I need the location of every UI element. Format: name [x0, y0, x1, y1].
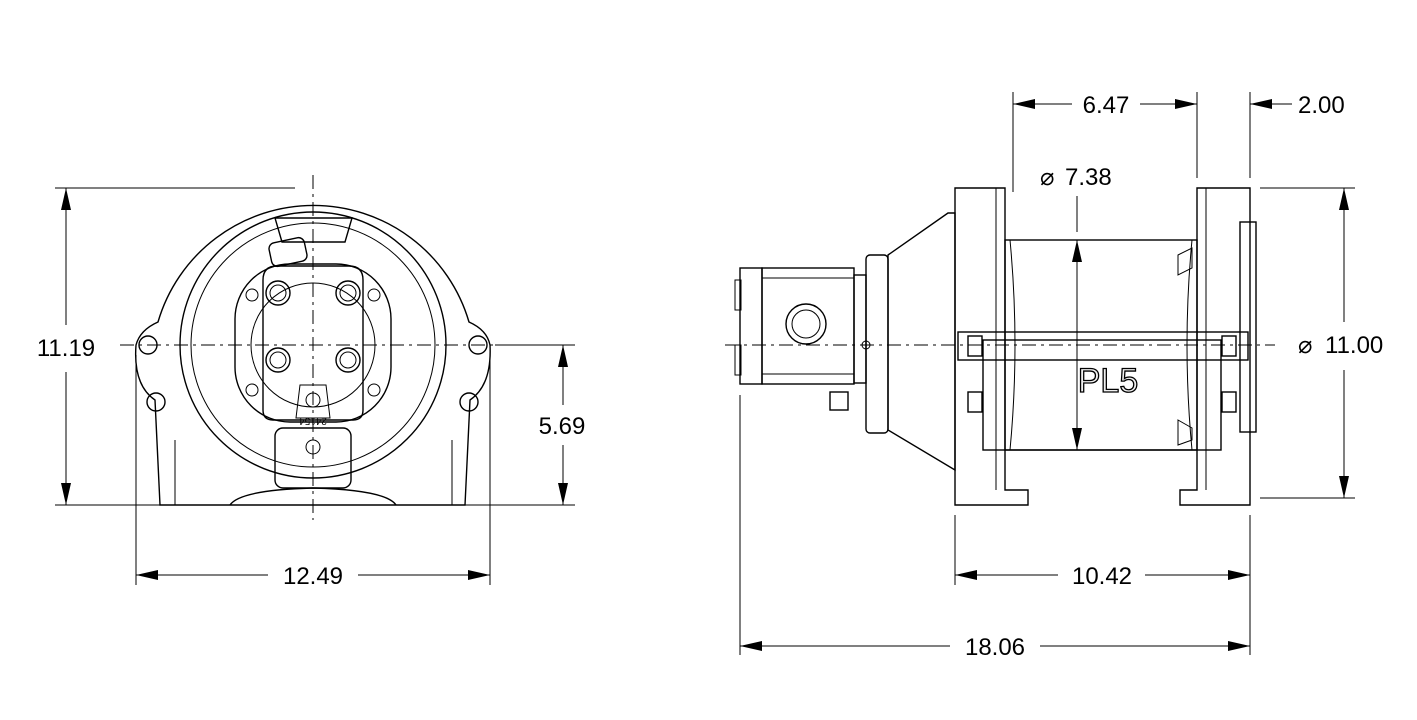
- motor-fitting-bottom: [734, 344, 742, 376]
- front-top-window: [274, 217, 353, 243]
- front-housing-outline: [134, 204, 491, 506]
- front-port: [305, 392, 321, 408]
- dim-width: 12.49: [283, 563, 343, 590]
- front-inner-ring-2: [190, 222, 436, 468]
- front-bottom-window: [274, 427, 352, 489]
- dim-drum-length: 6.47: [1083, 92, 1130, 119]
- front-bottom-plug: [305, 439, 321, 455]
- motor-valve: [829, 391, 849, 411]
- front-inner-ring: [179, 211, 447, 479]
- dim-flange-diameter: 11.00: [1325, 332, 1383, 359]
- dim-center-height: 5.69: [539, 413, 586, 440]
- motor-port: [785, 303, 827, 345]
- motor-fitting-top: [734, 279, 742, 311]
- dim-flange-offset: 2.00: [1298, 92, 1345, 119]
- front-plug: [268, 236, 308, 268]
- front-motor-plate: [234, 263, 392, 423]
- right-flange: [1179, 187, 1251, 506]
- dim-height: 11.19: [37, 335, 95, 362]
- side-dimensions: 6.47 2.00 ⌀ 7.38 ⌀ 11.00 10.42 18.06: [739, 92, 1383, 661]
- front-port-block: [295, 384, 331, 419]
- front-view: 24154: [120, 175, 515, 520]
- motor-body: [761, 267, 855, 385]
- drum-edge-left: [1009, 239, 1016, 451]
- label-plate: [982, 339, 1222, 451]
- front-dimensions: 11.19 5.69 12.49: [37, 187, 586, 590]
- dim-drum-diameter-symbol: ⌀: [1040, 164, 1054, 191]
- front-motor-body: [262, 265, 364, 421]
- dim-drum-diameter: 7.38: [1065, 164, 1112, 191]
- motor-flange: [853, 274, 867, 384]
- dim-overall-length: 18.06: [965, 634, 1025, 661]
- left-flange: [954, 187, 1029, 506]
- model-label: PL5: [1078, 362, 1139, 400]
- front-bolts: [245, 280, 381, 397]
- side-view: PL5: [725, 187, 1275, 506]
- front-mounting-holes: [138, 335, 488, 412]
- dim-base-length: 10.42: [1072, 563, 1132, 590]
- motor-end-cap: [739, 267, 763, 385]
- adapter-plate: [865, 254, 889, 434]
- brake-housing: [1239, 221, 1257, 433]
- casting-mark: 24154: [299, 415, 327, 426]
- drum-edge-right: [1186, 239, 1193, 451]
- tie-rod: [957, 331, 1249, 361]
- gearbox-housing: [887, 212, 956, 472]
- dim-flange-diameter-symbol: ⌀: [1298, 332, 1312, 359]
